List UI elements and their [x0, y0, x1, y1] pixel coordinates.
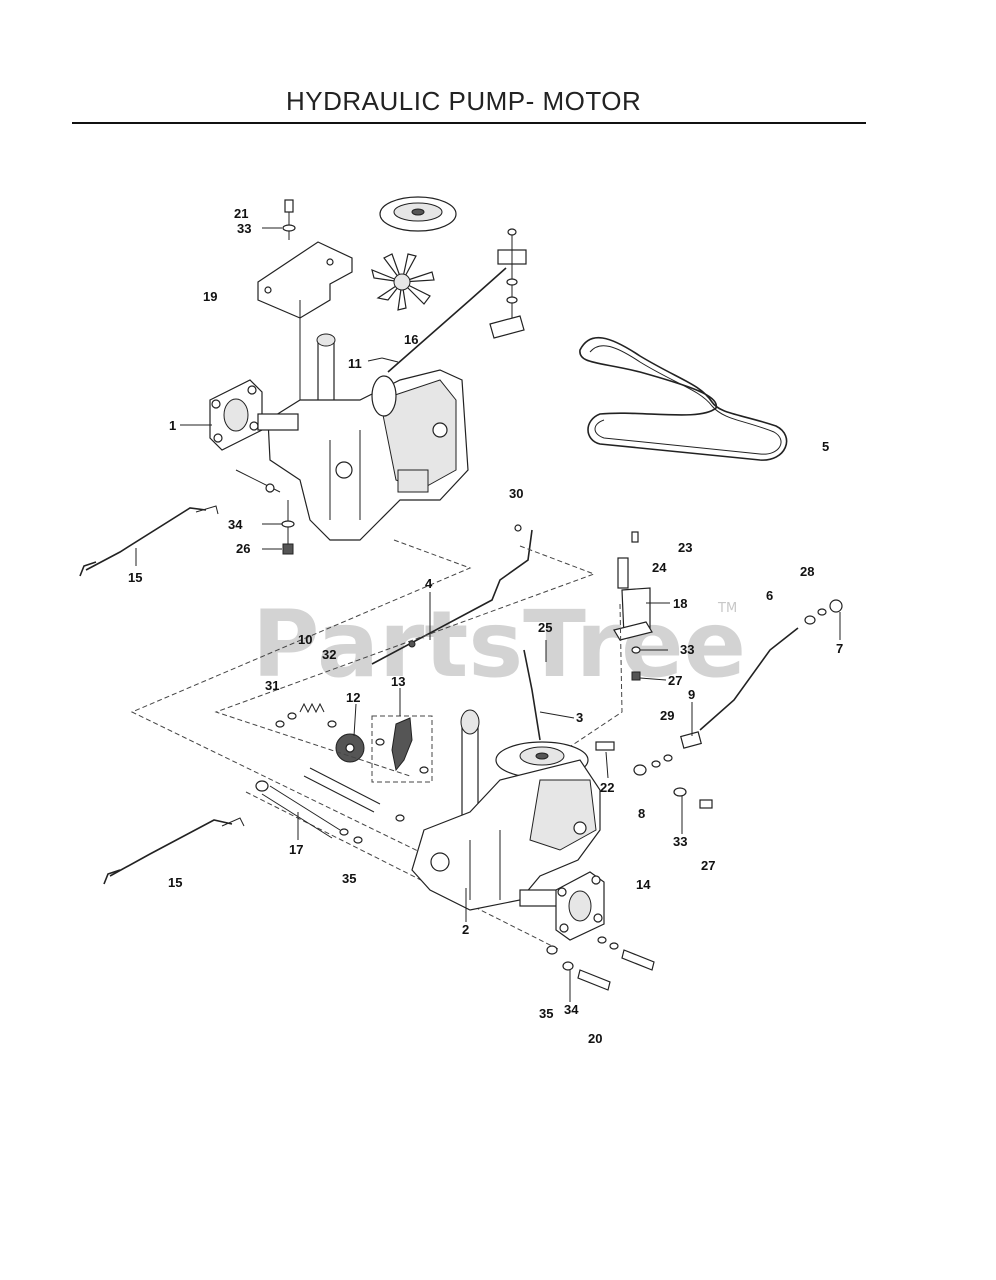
callout-2: 2: [462, 922, 469, 937]
callout-27: 27: [701, 858, 715, 873]
callout-13: 13: [391, 674, 405, 689]
callout-12: 12: [346, 690, 360, 705]
page-title: HYDRAULIC PUMP- MOTOR: [286, 86, 642, 116]
callout-32: 32: [322, 647, 336, 662]
callout-31: 31: [265, 678, 279, 693]
callout-3: 3: [576, 710, 583, 725]
drive-belt: [579, 336, 788, 461]
callout-23: 23: [678, 540, 692, 555]
callout-1: 1: [169, 418, 176, 433]
upper-pump-assembly: [79, 196, 527, 577]
callout-9: 9: [688, 687, 695, 702]
callout-20: 20: [588, 1031, 602, 1046]
title-divider: [72, 122, 866, 124]
callout-7: 7: [836, 641, 843, 656]
callout-24: 24: [652, 560, 667, 575]
lower-pump-assembly: [411, 709, 713, 991]
watermark-trademark: TM: [717, 601, 737, 616]
callout-8: 8: [638, 806, 645, 821]
callout-18: 18: [673, 596, 687, 611]
callout-26: 26: [236, 541, 250, 556]
callout-17: 17: [289, 842, 303, 857]
callout-15: 15: [168, 875, 182, 890]
callout-33: 33: [237, 221, 251, 236]
callout-25: 25: [538, 620, 552, 635]
callout-34: 34: [228, 517, 243, 532]
callout-35: 35: [539, 1006, 553, 1021]
callout-11: 11: [348, 356, 362, 371]
callout-14: 14: [636, 877, 651, 892]
callout-29: 29: [660, 708, 674, 723]
callout-28: 28: [800, 564, 814, 579]
callout-10: 10: [298, 632, 312, 647]
control-linkage: [103, 524, 843, 951]
callout-33: 33: [680, 642, 694, 657]
callout-19: 19: [203, 289, 217, 304]
callout-34: 34: [564, 1002, 579, 1017]
callout-27: 27: [668, 673, 682, 688]
leader-lines: [135, 227, 841, 1002]
callout-33: 33: [673, 834, 687, 849]
callout-6: 6: [766, 588, 773, 603]
callout-21: 21: [234, 206, 248, 221]
callout-4: 4: [425, 576, 433, 591]
callout-16: 16: [404, 332, 418, 347]
callout-30: 30: [509, 486, 523, 501]
callout-22: 22: [600, 780, 614, 795]
callout-35: 35: [342, 871, 356, 886]
callout-5: 5: [822, 439, 829, 454]
callout-15: 15: [128, 570, 142, 585]
callout-labels: 21 33 19 16 11 1 5 30 34 26 15 23 24 28 …: [128, 206, 843, 1046]
